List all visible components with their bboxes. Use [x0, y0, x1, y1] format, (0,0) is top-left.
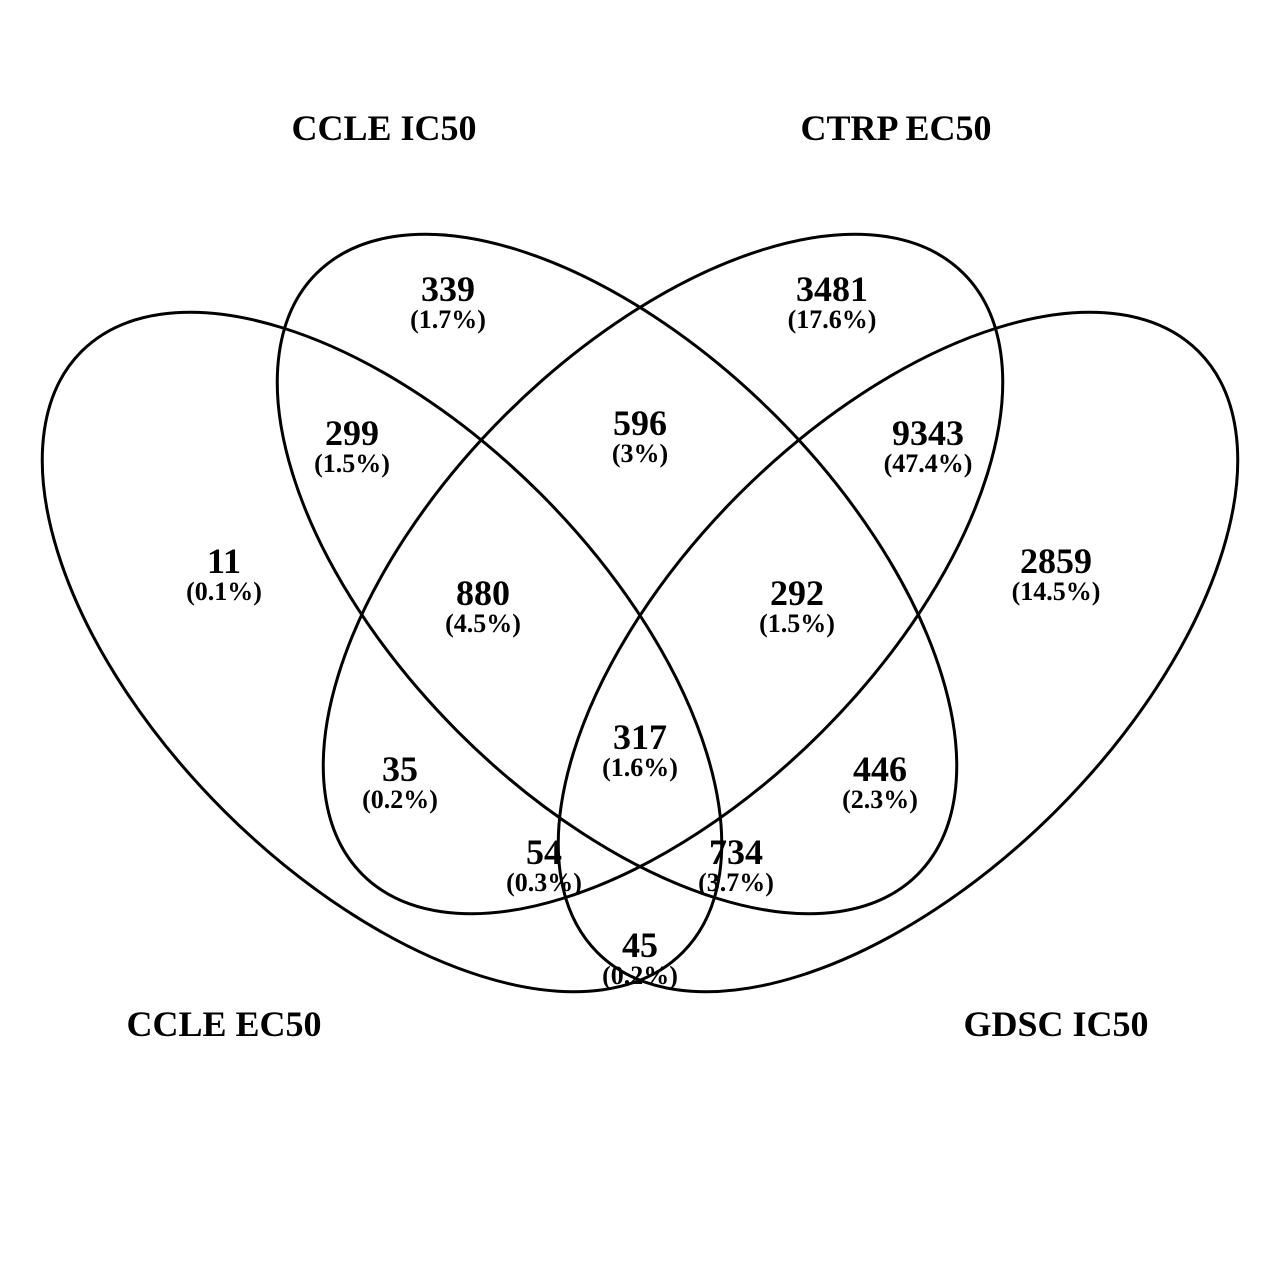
set-label-ctrp-ec50: CTRP EC50 — [800, 108, 991, 148]
region-percent: (1.6%) — [602, 753, 678, 782]
region-ccle-ec50-ccle-ic50-gdsc-ic50: 734 (3.7%) — [698, 832, 774, 897]
region-count: 317 — [613, 717, 667, 757]
region-percent: (0.2%) — [602, 961, 678, 990]
region-percent: (4.5%) — [445, 609, 521, 638]
region-ccle-ec50-ctrp-ec50-gdsc-ic50: 54 (0.3%) — [506, 832, 582, 897]
ellipse-ctrp-ec50 — [321, 232, 1005, 916]
region-count: 596 — [613, 403, 667, 443]
region-ccle-ic50-ctrp-ec50: 596 (3%) — [612, 403, 668, 468]
region-count: 2859 — [1020, 541, 1092, 581]
region-percent: (1.5%) — [314, 449, 390, 478]
set-label-ccle-ic50: CCLE IC50 — [291, 108, 476, 148]
region-percent: (0.3%) — [506, 868, 582, 897]
ellipse-gdsc-ic50 — [556, 310, 1240, 994]
region-ccle-ic50-gdsc-ic50: 446 (2.3%) — [842, 749, 918, 814]
region-count: 11 — [207, 541, 241, 581]
region-percent: (47.4%) — [884, 449, 973, 478]
region-ctrp-ec50-only: 3481 (17.6%) — [788, 269, 877, 334]
region-percent: (1.5%) — [759, 609, 835, 638]
region-ccle-ec50-ctrp-ec50: 35 (0.2%) — [362, 749, 438, 814]
region-percent: (0.1%) — [186, 577, 262, 606]
region-percent: (3%) — [612, 439, 668, 468]
region-gdsc-ic50-only: 2859 (14.5%) — [1012, 541, 1101, 606]
region-ccle-ic50-ctrp-ec50-gdsc-ic50: 292 (1.5%) — [759, 573, 835, 638]
region-ccle-ec50-ccle-ic50: 299 (1.5%) — [314, 413, 390, 478]
region-count: 9343 — [892, 413, 964, 453]
region-count: 446 — [853, 749, 907, 789]
region-count: 339 — [421, 269, 475, 309]
region-count: 45 — [622, 925, 658, 965]
region-count: 54 — [526, 832, 562, 872]
set-label-ccle-ec50: CCLE EC50 — [126, 1004, 321, 1044]
region-count: 880 — [456, 573, 510, 613]
ellipse-ccle-ec50 — [40, 310, 724, 994]
region-percent: (3.7%) — [698, 868, 774, 897]
region-count: 3481 — [796, 269, 868, 309]
region-percent: (1.7%) — [410, 305, 486, 334]
region-percent: (14.5%) — [1012, 577, 1101, 606]
region-count: 299 — [325, 413, 379, 453]
region-percent: (17.6%) — [788, 305, 877, 334]
region-ccle-ec50-gdsc-ic50: 45 (0.2%) — [602, 925, 678, 990]
set-label-gdsc-ic50: GDSC IC50 — [963, 1004, 1148, 1044]
region-count: 734 — [709, 832, 763, 872]
region-all-four: 317 (1.6%) — [602, 717, 678, 782]
region-ccle-ec50-ccle-ic50-ctrp-ec50: 880 (4.5%) — [445, 573, 521, 638]
region-ctrp-ec50-gdsc-ic50: 9343 (47.4%) — [884, 413, 973, 478]
region-count: 292 — [770, 573, 824, 613]
region-percent: (0.2%) — [362, 785, 438, 814]
region-ccle-ec50-only: 11 (0.1%) — [186, 541, 262, 606]
ellipse-ccle-ic50 — [275, 232, 959, 916]
region-count: 35 — [382, 749, 418, 789]
region-ccle-ic50-only: 339 (1.7%) — [410, 269, 486, 334]
region-percent: (2.3%) — [842, 785, 918, 814]
